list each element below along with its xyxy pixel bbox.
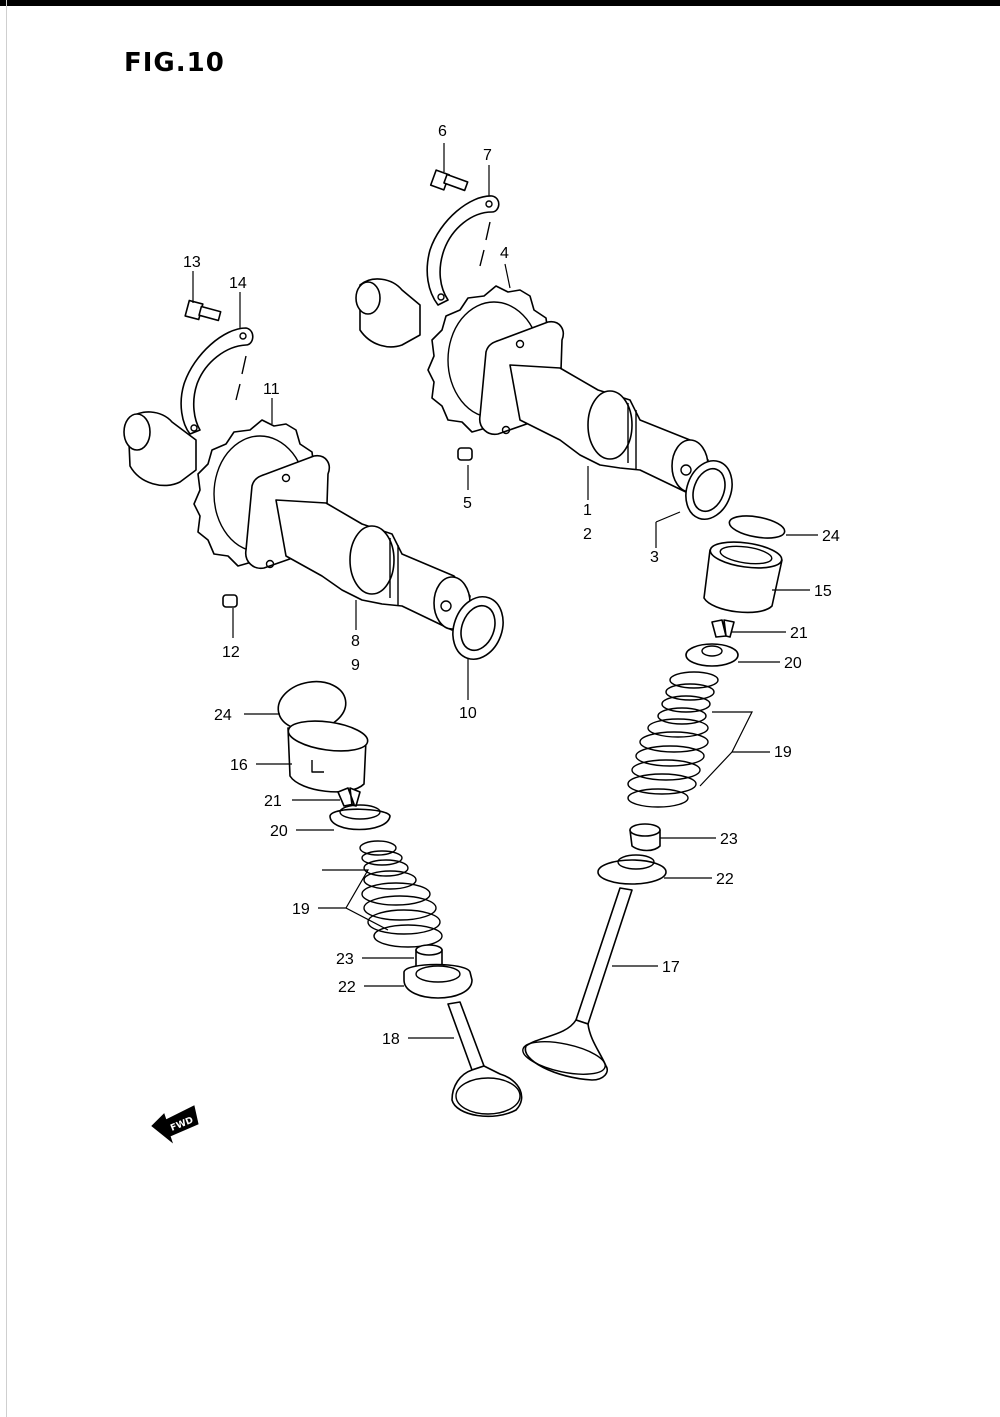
callout-4: 4 — [500, 245, 509, 262]
callout-16: 16 — [230, 757, 248, 774]
retainer-plate-7-drawing — [426, 195, 500, 306]
callout-21-left: 21 — [264, 793, 282, 810]
callout-6: 6 — [438, 123, 447, 140]
spring-seat-22-right-drawing — [597, 854, 667, 885]
cotter-21-right-drawing — [711, 619, 735, 638]
callout-23-right: 23 — [720, 831, 738, 848]
shim-24-right-drawing — [728, 515, 786, 539]
assembly-hint-line-left — [235, 355, 247, 401]
callout-labels: 6 7 4 13 14 11 5 1 2 3 24 15 21 20 19 23… — [183, 123, 840, 1048]
left-valve-train — [277, 680, 523, 1118]
retainer-plate-14-drawing — [180, 327, 254, 435]
callout-19-left: 19 — [292, 901, 310, 918]
callout-8: 8 — [351, 633, 360, 650]
figure-title: FIG.10 — [124, 48, 225, 78]
assembly-hint-line — [479, 221, 491, 267]
bolt-13-drawing — [184, 299, 222, 322]
callout-21-right: 21 — [790, 625, 808, 642]
intake-valve-18-drawing — [447, 1001, 523, 1118]
callout-20-right: 20 — [784, 655, 802, 672]
callout-1: 1 — [583, 502, 592, 519]
callout-11: 11 — [263, 381, 280, 398]
tappet-16-drawing — [287, 720, 369, 793]
spring-retainer-20-right-drawing — [685, 643, 739, 667]
right-valve-train — [522, 515, 786, 1081]
callout-24-right: 24 — [822, 528, 840, 545]
callout-24-left: 24 — [214, 707, 232, 724]
callout-15: 15 — [814, 583, 832, 600]
valve-springs-19-right-drawing — [627, 671, 719, 808]
forward-direction-arrow: FWD — [151, 1105, 199, 1144]
callout-22-left: 22 — [338, 979, 356, 996]
bolt-6-drawing — [429, 169, 469, 192]
callout-5: 5 — [463, 495, 472, 512]
callout-10: 10 — [459, 705, 477, 722]
callout-3: 3 — [650, 549, 659, 566]
callout-2: 2 — [583, 526, 592, 543]
spring-retainer-20-left-drawing — [329, 804, 391, 831]
left-border — [6, 0, 7, 1417]
leader-lines — [192, 143, 818, 1039]
top-border — [0, 0, 1000, 6]
valve-stem-seal-23-right-drawing — [629, 823, 661, 852]
callout-19-right: 19 — [774, 744, 792, 761]
callout-17: 17 — [662, 959, 680, 976]
callout-13: 13 — [183, 254, 201, 271]
callout-23-left: 23 — [336, 951, 354, 968]
callout-14: 14 — [229, 275, 247, 292]
dowel-pin-5-drawing — [457, 447, 473, 461]
dowel-pin-12-drawing — [222, 594, 238, 608]
right-camshaft-assembly — [355, 169, 733, 520]
callout-12: 12 — [222, 644, 240, 661]
valve-springs-19-left-drawing — [359, 840, 443, 948]
callout-7: 7 — [483, 147, 492, 164]
left-camshaft-assembly — [123, 299, 504, 660]
spring-seat-22-left-drawing — [403, 963, 473, 999]
exhaust-valve-17-drawing — [522, 887, 633, 1081]
callout-22-right: 22 — [716, 871, 734, 888]
tappet-15-drawing — [703, 541, 783, 614]
callout-9: 9 — [351, 657, 360, 674]
cotter-21-left-drawing — [337, 787, 361, 807]
callout-18: 18 — [382, 1031, 400, 1048]
callout-20-left: 20 — [270, 823, 288, 840]
